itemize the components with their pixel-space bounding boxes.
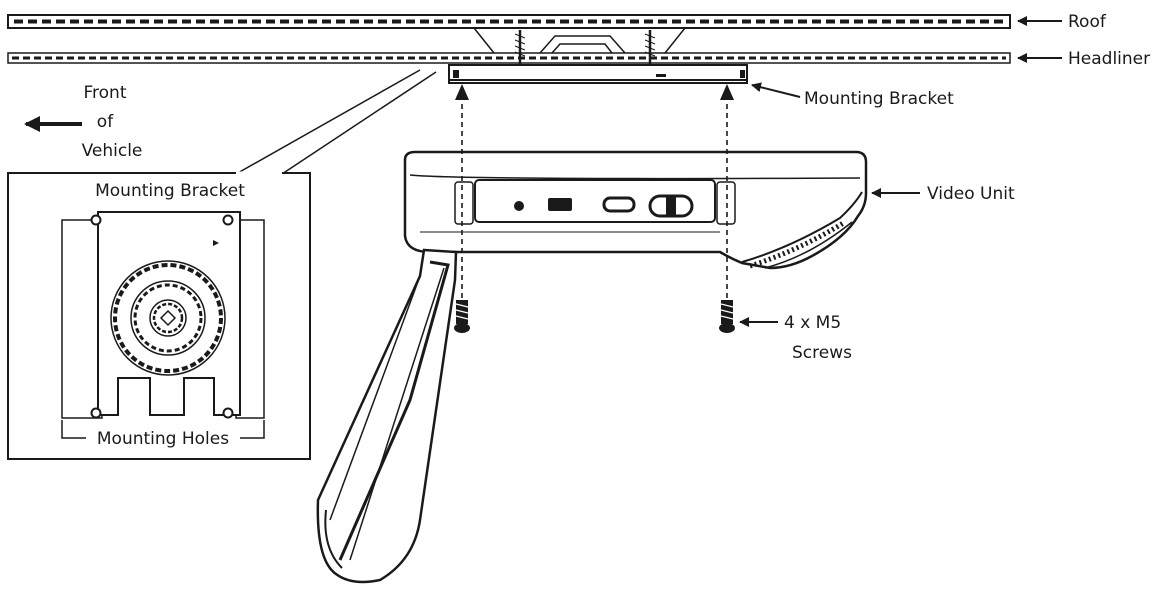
port-panel	[454, 179, 736, 225]
mounting-bracket-label: Mounting Bracket	[804, 89, 954, 109]
inset-holes-label: Mounting Holes	[97, 429, 229, 449]
guide-arrowhead-left	[455, 84, 469, 100]
screen-panel	[316, 248, 458, 584]
mounting-bracket-arrow-icon	[751, 82, 801, 98]
inset-detail-box	[7, 171, 311, 460]
mounting-holes-bracket-lines	[61, 420, 265, 439]
screws-label-line1: 4 x M5	[784, 313, 841, 333]
inset-callout-lines	[235, 69, 437, 175]
audio-jack-icon	[514, 201, 524, 211]
video-unit-label: Video Unit	[927, 184, 1015, 204]
mounting-bracket	[448, 64, 748, 84]
headliner-layer	[7, 52, 1011, 64]
screws-label-line2: Screws	[792, 343, 852, 363]
mounting-hole-icons	[90, 214, 234, 419]
screw-left-icon	[454, 300, 470, 333]
front-label-line1: Front	[84, 83, 127, 103]
roof-support-bracket	[473, 27, 686, 54]
usb-port-icon	[548, 198, 572, 211]
roof-layer	[7, 14, 1011, 29]
inset-title: Mounting Bracket	[95, 181, 245, 201]
screw-right-icon	[719, 300, 735, 333]
headliner-label: Headliner	[1068, 49, 1150, 69]
roof-label: Roof	[1068, 12, 1107, 32]
guide-arrowhead-right	[720, 84, 734, 100]
front-label-line2: of	[97, 112, 114, 132]
front-label-line3: Vehicle	[82, 141, 143, 161]
screw-guide-lines	[461, 95, 728, 300]
hdmi-port-icon	[602, 196, 636, 213]
